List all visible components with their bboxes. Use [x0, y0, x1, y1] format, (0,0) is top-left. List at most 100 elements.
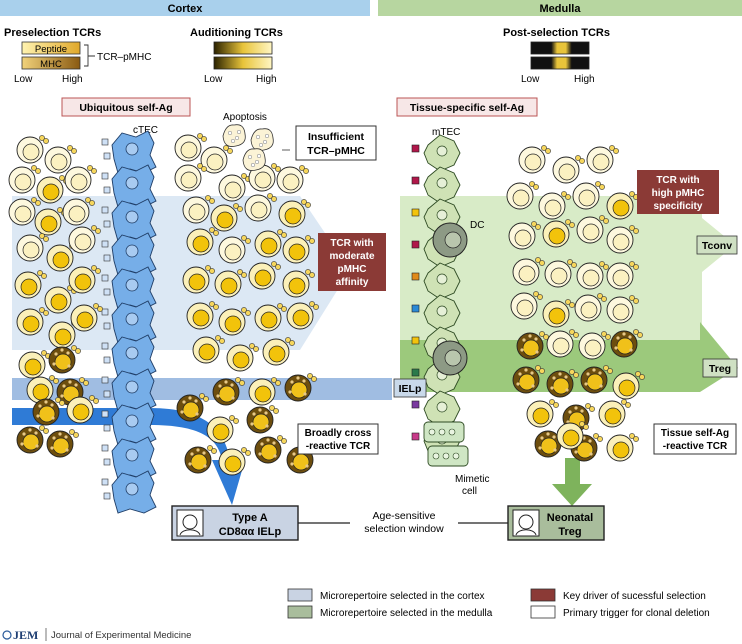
- thymocytes: [8, 124, 645, 476]
- thymocyte-cell: [248, 163, 281, 192]
- treg-fate-label: Treg: [709, 363, 731, 375]
- jem-logo-icon: [2, 630, 12, 640]
- thymocyte-cell: [546, 369, 579, 398]
- thymocyte-cell: [174, 133, 207, 162]
- thymocyte-cell: [518, 145, 551, 174]
- tissue-reactive-callout: Tissue self-Ag -reactive TCR: [653, 423, 737, 455]
- ctec-cell: [101, 436, 157, 480]
- legend-label-cortex: Microrepertoire selected in the cortex: [320, 591, 485, 602]
- thymocyte-cell: [538, 191, 571, 220]
- mhc-label: MHC: [40, 59, 62, 70]
- thymocyte-cell: [212, 377, 245, 406]
- thymocyte-cell: [506, 181, 539, 210]
- apoptotic-cell: [242, 148, 266, 171]
- thymocyte-cell: [16, 135, 49, 164]
- cortex-band: [0, 0, 370, 16]
- mimetic-cell: [423, 421, 465, 443]
- medulla-band: [378, 0, 742, 16]
- thymocyte-cell: [46, 429, 79, 458]
- thymocyte-cell: [606, 433, 639, 462]
- thymocyte-cell: [66, 395, 99, 424]
- insufficient-line1: Insufficient: [308, 131, 365, 143]
- postselection-affinity-key: Low High: [521, 41, 595, 85]
- ielp-fate-box: [393, 378, 427, 398]
- thymocyte-cell: [192, 335, 225, 364]
- tconv-fate-label: Tconv: [702, 240, 732, 252]
- thymocyte-cell: [184, 445, 217, 474]
- mtec-label: mTEC: [432, 127, 460, 138]
- legend-swatch-medulla: [287, 605, 313, 619]
- moderate-line3: pMHC: [338, 264, 367, 275]
- thymocyte-cell: [218, 447, 251, 476]
- ctec-cell: [101, 130, 157, 174]
- ctec-cell: [101, 164, 157, 208]
- broadly-line1: Broadly cross: [305, 428, 372, 439]
- ctec-label: cTEC: [133, 125, 158, 136]
- thymocyte-cell: [282, 269, 315, 298]
- tissue-reactive-line1: Tissue self-Ag: [661, 428, 729, 439]
- thymocyte-cell: [578, 331, 611, 360]
- ctec-cell: [101, 232, 157, 276]
- ielp-fate-label: IELp: [399, 383, 422, 395]
- thymocyte-cell: [16, 425, 49, 454]
- thymocyte-cell: [8, 165, 41, 194]
- thymocyte-cell: [26, 375, 59, 404]
- mtec-cell: [411, 262, 461, 300]
- thymocyte-cell: [512, 257, 545, 286]
- thymocyte-cell: [576, 215, 609, 244]
- apoptosis-label: Apoptosis: [223, 112, 267, 123]
- high-spec-line2: high pMHC: [652, 188, 705, 199]
- ubiquitous-antigen-label: Ubiquitous self-Ag: [79, 102, 172, 114]
- window-line2: selection window: [364, 523, 444, 535]
- thymocyte-cell: [218, 173, 251, 202]
- thymocyte-cell: [606, 225, 639, 254]
- thymocyte-cell: [534, 429, 567, 458]
- thymocyte-cell: [544, 259, 577, 288]
- legend-swatch-deletion: [530, 605, 556, 619]
- thymocyte-cell: [598, 399, 631, 428]
- mtec-cell: [411, 166, 461, 204]
- legend-label-medulla: Microrepertoire selected in the medulla: [320, 608, 493, 619]
- high-label: High: [62, 74, 83, 85]
- thymocyte-cell: [244, 193, 277, 222]
- ubiquitous-antigen-box: [61, 97, 191, 117]
- ctec-cell: [101, 300, 157, 344]
- ctec-cell: [101, 266, 157, 310]
- thymocyte-cell: [278, 199, 311, 228]
- dendritic-cell: [432, 340, 468, 376]
- thymocyte-cell: [510, 291, 543, 320]
- thymocyte-cell: [606, 261, 639, 290]
- ctec-cell: [101, 334, 157, 378]
- thymocyte-cell: [214, 269, 247, 298]
- thymocyte-cell: [254, 435, 287, 464]
- thymocyte-cell: [182, 265, 215, 294]
- thymocyte-cell: [182, 195, 215, 224]
- thymocyte-cell: [610, 329, 643, 358]
- low-label: Low: [14, 74, 33, 85]
- type-a-line2: CD8αα IELp: [219, 526, 282, 538]
- ctec-cell: [101, 368, 157, 412]
- thymocyte-cell: [542, 219, 575, 248]
- thymocyte-cell: [68, 265, 101, 294]
- thymocyte-cell: [552, 155, 585, 184]
- auditioning-affinity-key: Low High: [204, 41, 277, 85]
- thymocyte-cell: [262, 337, 295, 366]
- thymocyte-cell: [200, 145, 233, 174]
- thymocyte-cell: [526, 399, 559, 428]
- thymocyte-cell: [580, 365, 613, 394]
- tconv-fate-box: [696, 235, 738, 255]
- low-label: Low: [204, 74, 223, 85]
- type-a-ielp-outcome: Type A CD8αα IELp: [171, 505, 299, 541]
- moderate-line1: TCR with: [330, 238, 373, 249]
- thymocyte-cell: [14, 270, 47, 299]
- thymocyte-cell: [62, 197, 95, 226]
- thymocyte-cell: [8, 197, 41, 226]
- moderate-line4: affinity: [336, 277, 369, 288]
- legend: Microrepertoire selected in the cortex M…: [287, 588, 710, 619]
- tissue-antigen-label: Tissue-specific self-Ag: [410, 102, 524, 114]
- tissue-antigen-box: [396, 97, 538, 117]
- thymocyte-cell: [48, 345, 81, 374]
- thymocyte-cell: [246, 405, 279, 434]
- thymocyte-cell: [174, 163, 207, 192]
